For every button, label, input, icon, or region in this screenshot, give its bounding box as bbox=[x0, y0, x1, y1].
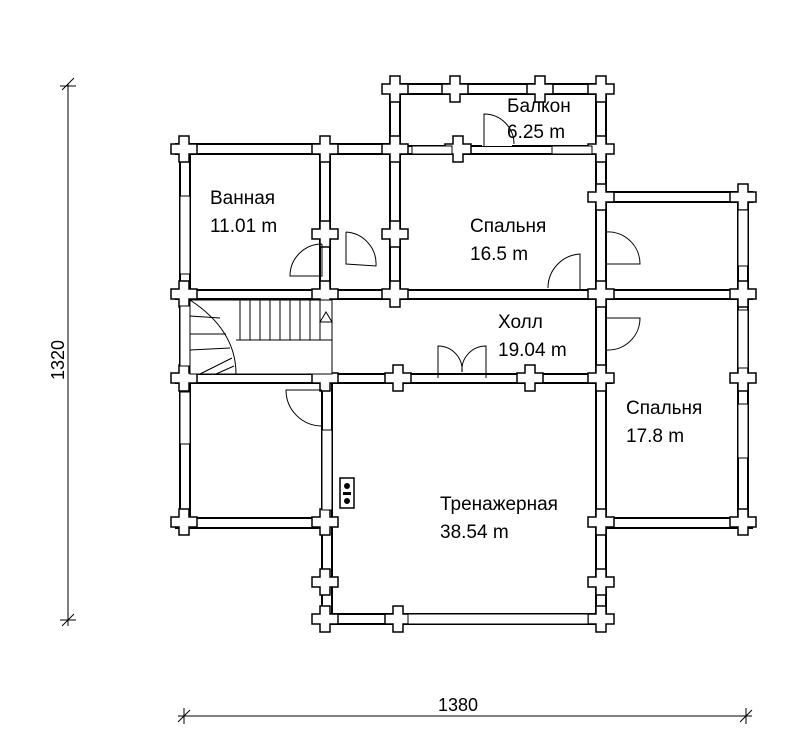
windows bbox=[179, 145, 749, 625]
log-post-3 bbox=[587, 75, 615, 103]
log-post-17 bbox=[729, 280, 757, 308]
room-balcony-name: Балкон bbox=[507, 96, 571, 117]
log-post-2 bbox=[526, 75, 554, 103]
log-post-15 bbox=[381, 280, 409, 308]
control-panel-icon bbox=[339, 477, 355, 509]
window-gym-bottom bbox=[407, 613, 589, 625]
wall-under-bath bbox=[175, 289, 753, 300]
log-post-20 bbox=[384, 364, 412, 392]
log-post-12 bbox=[381, 220, 409, 248]
log-post-18 bbox=[170, 364, 198, 392]
dimension-width: 1380 bbox=[177, 695, 753, 724]
log-post-11 bbox=[311, 220, 339, 248]
log-post-9 bbox=[587, 183, 615, 211]
dimension-width-label: 1380 bbox=[438, 695, 478, 715]
room-gym-area: 38.54 m bbox=[440, 522, 509, 543]
log-post-26 bbox=[587, 508, 615, 536]
log-post-6 bbox=[381, 135, 409, 163]
door-wc bbox=[345, 231, 377, 267]
log-post-21 bbox=[516, 364, 544, 392]
room-bathroom-name: Ванная bbox=[210, 188, 275, 209]
window-left-2 bbox=[179, 305, 191, 367]
wall-top-left bbox=[175, 143, 399, 155]
door-gym-double bbox=[437, 345, 487, 378]
log-post-28 bbox=[311, 568, 339, 596]
stair-arrow-icon bbox=[319, 311, 333, 323]
wall-right-top bbox=[595, 191, 753, 203]
log-post-23 bbox=[729, 364, 757, 392]
wall-balcony-left bbox=[389, 83, 401, 299]
window-gym-left bbox=[321, 429, 333, 511]
log-post-13 bbox=[170, 280, 198, 308]
door-balcony bbox=[483, 113, 515, 146]
log-post-5 bbox=[311, 135, 339, 163]
wall-lower-left bbox=[175, 517, 333, 529]
log-post-22 bbox=[587, 364, 615, 392]
room-hall-area: 19.04 m bbox=[498, 340, 567, 361]
log-posts bbox=[170, 75, 757, 633]
room-bedroom1-area: 16.5 m bbox=[470, 244, 528, 265]
room-bathroom-area: 11.01 m bbox=[210, 216, 277, 237]
stair-winder bbox=[189, 347, 231, 351]
window-right-2 bbox=[737, 309, 749, 369]
log-post-27 bbox=[729, 508, 757, 536]
stair-winder bbox=[215, 365, 235, 375]
log-post-31 bbox=[384, 605, 412, 633]
room-balcony-area: 6.25 m bbox=[507, 122, 565, 143]
stair-winder bbox=[199, 357, 233, 375]
log-post-1 bbox=[441, 75, 469, 103]
log-post-7 bbox=[444, 135, 472, 163]
stair-winder bbox=[189, 315, 221, 319]
room-bedroom2-area: 17.8 m bbox=[626, 426, 684, 447]
log-post-0 bbox=[381, 75, 409, 103]
room-gym-name: Тренажерная bbox=[440, 494, 558, 515]
log-post-8 bbox=[587, 135, 615, 163]
room-bedroom1-name: Спальня bbox=[470, 216, 546, 237]
door-bedroom2 bbox=[605, 317, 641, 351]
log-post-10 bbox=[729, 183, 757, 211]
window-left-1 bbox=[179, 195, 191, 275]
dimension-height: 1320 bbox=[48, 77, 76, 627]
dimension-height-label: 1320 bbox=[48, 340, 68, 380]
window-left-3 bbox=[179, 391, 191, 445]
room-hall-name: Холл bbox=[498, 312, 543, 333]
doors bbox=[285, 113, 641, 427]
wall-right-bottom bbox=[595, 517, 753, 529]
door-right-room bbox=[605, 231, 641, 265]
window-right-1 bbox=[737, 209, 749, 267]
door-bathroom bbox=[289, 243, 323, 277]
staircase bbox=[189, 299, 333, 375]
room-bedroom2-name: Спальня bbox=[626, 398, 702, 419]
door-bedroom1 bbox=[547, 253, 581, 290]
log-post-32 bbox=[587, 605, 615, 633]
log-post-29 bbox=[587, 568, 615, 596]
log-post-24 bbox=[170, 508, 198, 536]
window-balcony-2 bbox=[551, 145, 593, 155]
log-post-4 bbox=[170, 135, 198, 163]
window-right-3 bbox=[737, 403, 749, 459]
log-post-14 bbox=[311, 280, 339, 308]
door-lower-left bbox=[285, 389, 323, 427]
log-post-16 bbox=[587, 280, 615, 308]
log-post-25 bbox=[311, 508, 339, 536]
log-post-30 bbox=[311, 605, 339, 633]
wall-balcony-top bbox=[389, 83, 606, 95]
window-balcony bbox=[411, 145, 453, 155]
